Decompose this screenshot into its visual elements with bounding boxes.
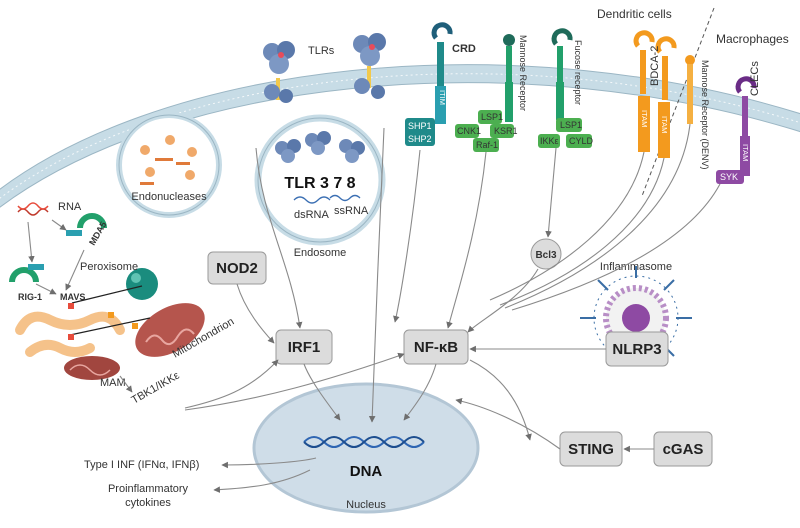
itam-1-label: ITAM bbox=[640, 110, 649, 127]
mannose-adaptor-complex: LSP1 CNK1 KSR1 Raf-1 bbox=[455, 110, 518, 152]
endonucleases-label: Endonucleases bbox=[131, 191, 207, 203]
tbk1-ikke-label: TBK1/IKKε bbox=[130, 370, 182, 407]
mannose-receptor-label: Mannose Receptor bbox=[518, 35, 528, 111]
tlr-378-label: TLR 3 7 8 bbox=[284, 175, 355, 192]
cyld-label: CYLD bbox=[569, 136, 594, 146]
dsrna-label: dsRNA bbox=[294, 209, 330, 221]
endosome bbox=[254, 114, 386, 246]
cgas-label: cGAS bbox=[663, 441, 704, 458]
irf1-label: IRF1 bbox=[288, 339, 321, 356]
fucose-adaptor-complex: LSP1 IKKε CYLD bbox=[538, 118, 594, 148]
crd-receptor: ITIM bbox=[431, 22, 453, 124]
endosome-label: Endosome bbox=[294, 247, 347, 259]
bcl3-label: Bcl3 bbox=[535, 250, 557, 261]
sting-node: STING bbox=[559, 431, 623, 467]
itim-label: ITIM bbox=[438, 90, 447, 105]
nlrp3-node: NLRP3 bbox=[605, 331, 669, 367]
mannose-receptor-denv bbox=[685, 55, 695, 124]
endosomal-tlr-c bbox=[339, 139, 365, 163]
ksr1-label: KSR1 bbox=[494, 126, 518, 136]
rna-label: RNA bbox=[58, 201, 82, 213]
endosomal-tlr-a bbox=[275, 139, 301, 163]
peroxisome-label: Peroxisome bbox=[80, 261, 138, 273]
bdca2-label: BDCA-2 bbox=[649, 46, 661, 86]
cytokines-label-line2: cytokines bbox=[125, 497, 171, 509]
endoplasmic-reticulum bbox=[15, 311, 125, 357]
sting-label: STING bbox=[568, 441, 614, 458]
lsp1-a-label: LSP1 bbox=[481, 112, 503, 122]
rig1-protein bbox=[9, 264, 44, 283]
mavs-link-1 bbox=[71, 285, 143, 304]
rig1-label: RIG-1 bbox=[18, 292, 42, 302]
clecs-receptor: ITAM bbox=[735, 76, 757, 176]
mam-label: MAM bbox=[100, 377, 126, 389]
nod2-label: NOD2 bbox=[216, 260, 258, 277]
shp1-label: SHP1 bbox=[408, 121, 432, 131]
mannose-receptor-denv-label: Mannose Receptor (DENV) bbox=[700, 60, 710, 170]
ikke-b-label: IKKε bbox=[540, 136, 559, 146]
cgas-node: cGAS bbox=[653, 431, 713, 467]
mitochondrion bbox=[135, 303, 205, 357]
dna-label: DNA bbox=[350, 463, 383, 480]
rna-strand bbox=[17, 202, 49, 216]
type1-inf-label: Type I INF (IFNα, IFNβ) bbox=[84, 459, 199, 471]
macrophages-label: Macrophages bbox=[716, 32, 789, 46]
nfkb-node: NF-κB bbox=[403, 329, 469, 365]
dendritic-cells-label: Dendritic cells bbox=[597, 7, 672, 21]
nucleus bbox=[252, 382, 480, 514]
bcl3-node: Bcl3 bbox=[530, 238, 562, 270]
tlrs-label: TLRs bbox=[308, 45, 335, 57]
signal-arrows bbox=[27, 123, 721, 493]
endonucleases-vesicle bbox=[116, 112, 222, 218]
surface-tlr-1 bbox=[263, 41, 295, 103]
clecs-label: CLECs bbox=[749, 61, 761, 96]
bdca2-receptor: ITAM ITAM bbox=[633, 30, 677, 158]
cell-type-separator bbox=[641, 7, 715, 197]
raf1-label: Raf-1 bbox=[476, 140, 498, 150]
surface-tlr-2 bbox=[353, 33, 386, 99]
nlrp3-label: NLRP3 bbox=[612, 341, 661, 358]
itam-2-label: ITAM bbox=[660, 116, 669, 133]
syk-label: SYK bbox=[720, 172, 738, 182]
mannose-receptor bbox=[503, 34, 515, 122]
fucose-receptor bbox=[551, 28, 573, 120]
syk-adaptor: SYK bbox=[716, 170, 744, 184]
cytokines-label-line1: Proinflammatory bbox=[108, 483, 189, 495]
nod2-node: NOD2 bbox=[207, 251, 267, 285]
mavs-label: MAVS bbox=[60, 292, 85, 302]
nfkb-label: NF-κB bbox=[414, 339, 458, 356]
peroxisome bbox=[126, 268, 158, 300]
ssrna-label: ssRNA bbox=[334, 205, 369, 217]
itam-3-label: ITAM bbox=[741, 144, 750, 161]
nucleus-label: Nucleus bbox=[346, 499, 386, 511]
shp2-label: SHP2 bbox=[408, 134, 432, 144]
irf1-node: IRF1 bbox=[275, 329, 333, 365]
lsp1-b-label: LSP1 bbox=[560, 120, 582, 130]
mam-bundle bbox=[64, 356, 120, 380]
fucose-receptor-label: Fucose receptor bbox=[573, 40, 583, 105]
mda5-label: MDA5 bbox=[87, 220, 108, 247]
endosomal-tlr-b bbox=[305, 131, 331, 155]
cnk1-label: CNK1 bbox=[457, 126, 481, 136]
cell-membrane bbox=[0, 64, 800, 208]
mda5-protein bbox=[66, 213, 107, 236]
inflammasome-label: Inflammasome bbox=[600, 261, 672, 273]
crd-label: CRD bbox=[452, 43, 476, 55]
mavs-link-2 bbox=[69, 317, 151, 336]
shp1-shp2-adaptor: SHP1 SHP2 bbox=[405, 118, 435, 146]
